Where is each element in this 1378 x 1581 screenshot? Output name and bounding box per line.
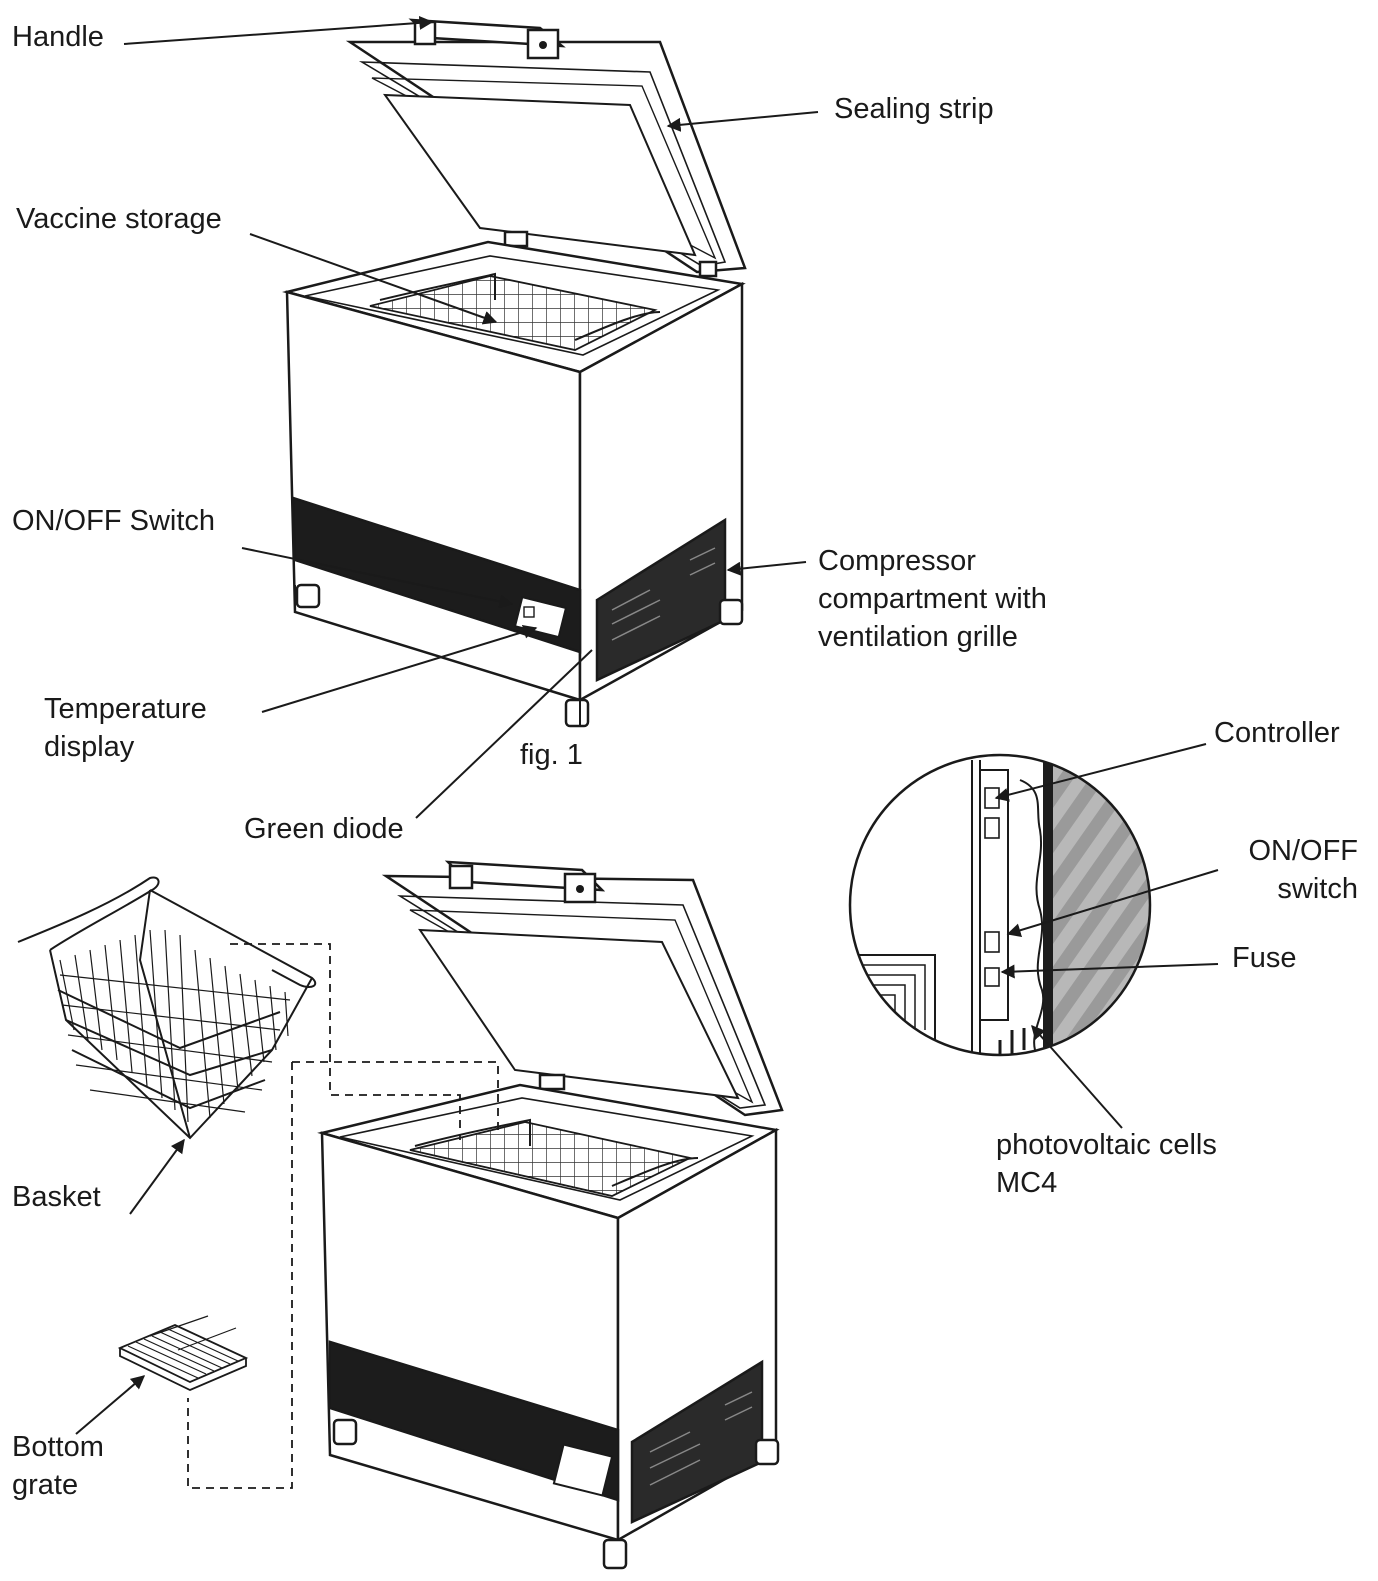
- label-sealing-strip: Sealing strip: [834, 93, 994, 125]
- freezer-top: [282, 18, 747, 728]
- label-photovoltaic: photovoltaic cells MC4: [996, 1129, 1217, 1199]
- label-fig: fig. 1: [520, 739, 583, 771]
- dashed-connectors: [187, 943, 499, 1489]
- label-controller: Controller: [1214, 717, 1340, 749]
- bottom-grate-drawing: [117, 1315, 249, 1391]
- label-on-off-switch-detail: ON/OFF switch: [1248, 835, 1358, 905]
- basket-drawing: [17, 876, 317, 1140]
- freezer-bottom: [317, 860, 784, 1570]
- label-green-diode: Green diode: [244, 813, 404, 845]
- leader-lines: [75, 15, 1219, 1435]
- label-on-off-switch: ON/OFF Switch: [12, 505, 216, 537]
- label-fuse: Fuse: [1232, 942, 1297, 974]
- label-compressor: Compressor compartment with ventilation …: [818, 545, 1047, 653]
- label-bottom-grate: Bottom grate: [12, 1431, 104, 1501]
- label-vaccine-storage: Vaccine storage: [16, 203, 222, 235]
- label-handle: Handle: [12, 21, 104, 53]
- label-temperature-display: Temperature display: [44, 693, 207, 763]
- detail-circle: [848, 753, 1152, 1057]
- label-basket: Basket: [12, 1181, 101, 1213]
